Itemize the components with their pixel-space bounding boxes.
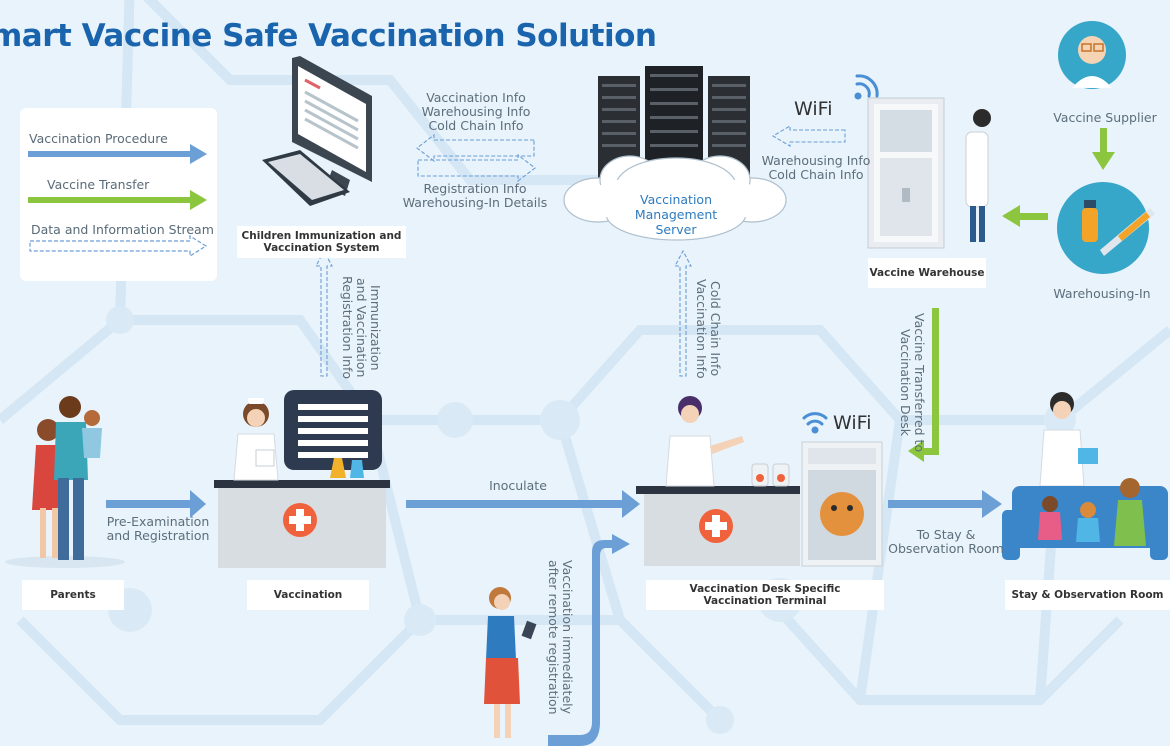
page-title: mart Vaccine Safe Vaccination Solution xyxy=(0,18,657,54)
node-server: Vaccination Management Server xyxy=(634,192,718,237)
flow-immunization: Immunization and Vaccination Registratio… xyxy=(340,276,383,380)
screen-list-icon xyxy=(284,390,382,470)
arrow-vaccination-to-desk xyxy=(406,490,640,518)
vaccination-terminal-icon xyxy=(801,441,883,567)
transfer-arrow-supplier-down xyxy=(1092,128,1115,170)
flow-stay: To Stay & Observation Room xyxy=(888,527,1004,556)
computer-icon xyxy=(262,56,372,206)
legend-procedure-arrow xyxy=(28,144,207,164)
node-observation: Stay & Observation Room xyxy=(1005,580,1170,610)
arrow-warehouse-to-server xyxy=(771,125,846,147)
transfer-arrow-warehouse-to-desk xyxy=(908,308,939,462)
legend-transfer-arrow xyxy=(28,190,207,210)
vaccine-bottles-icon xyxy=(751,463,790,487)
transfer-arrow-in-to-warehouse xyxy=(1002,205,1048,227)
warehousing-in-avatar xyxy=(1057,182,1155,274)
flow-cold-chain: Cold Chain Info Vaccination Info xyxy=(694,279,723,379)
wifi-desk-icon xyxy=(802,412,828,434)
arrow-desk-to-observation xyxy=(888,490,1002,518)
node-supplier: Vaccine Supplier xyxy=(1053,110,1157,125)
arrow-parents-to-vaccination xyxy=(106,490,206,518)
node-desk-terminal: Vaccination Desk Specific Vaccination Te… xyxy=(646,580,884,610)
desk-terminal-counter xyxy=(636,486,800,566)
flow-top-info: Vaccination Info Warehousing Info Cold C… xyxy=(421,90,531,133)
legend-procedure-label: Vaccination Procedure xyxy=(29,131,168,146)
supplier-avatar xyxy=(1058,21,1126,89)
parents-illustration xyxy=(5,396,125,568)
flask-icons xyxy=(330,458,364,478)
wifi-desk-label: WiFi xyxy=(833,412,872,434)
node-vaccination: Vaccination xyxy=(247,580,369,610)
flow-inoculate: Inoculate xyxy=(489,478,547,493)
legend-data-label: Data and Information Stream xyxy=(31,222,214,237)
flow-remote: Vaccination immediately after remote reg… xyxy=(546,560,575,715)
arrow-vaccination-to-system xyxy=(315,249,333,377)
flow-registration: Registration Info Warehousing-In Details xyxy=(402,181,548,210)
node-warehousing-in: Warehousing-In xyxy=(1053,286,1151,301)
arrow-desk-to-server xyxy=(674,249,692,377)
nurse-illustration xyxy=(233,398,279,481)
wifi-top-icon xyxy=(854,74,879,100)
legend-transfer-label: Vaccine Transfer xyxy=(47,177,150,192)
observation-illustration xyxy=(1002,392,1168,560)
doctor-illustration xyxy=(665,396,744,487)
flow-transferred: Vaccine Transferred to Vaccination Desk xyxy=(898,313,927,453)
arrow-system-to-server xyxy=(417,153,536,183)
vaccine-fridge-icon xyxy=(867,97,945,249)
legend-data-arrow xyxy=(29,234,208,258)
legend xyxy=(20,108,217,281)
warehouse-staff-icon xyxy=(965,109,991,242)
flow-pre-exam: Pre-Examination and Registration xyxy=(106,514,210,543)
vaccination-desk xyxy=(214,480,390,568)
wifi-top-label: WiFi xyxy=(794,98,833,120)
node-ci-system: Children Immunization and Vaccination Sy… xyxy=(237,226,406,258)
flow-warehouse-info: Warehousing Info Cold Chain Info xyxy=(761,153,871,182)
arrow-server-to-system xyxy=(416,133,535,163)
node-warehouse: Vaccine Warehouse xyxy=(868,258,986,288)
node-parents: Parents xyxy=(22,580,124,610)
remote-registration-illustration xyxy=(484,587,537,738)
